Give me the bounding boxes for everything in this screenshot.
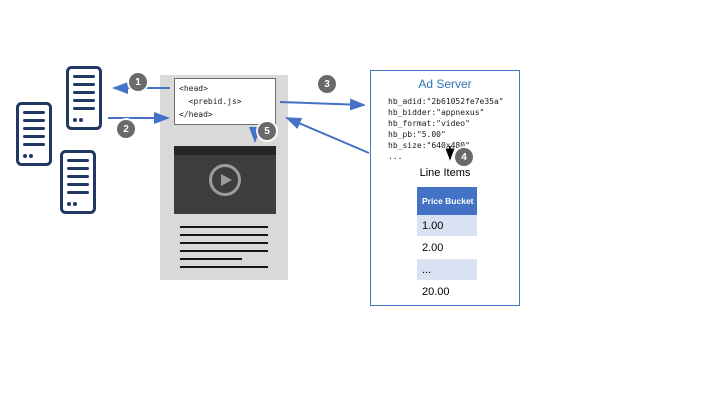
ad-server-panel: Ad Server hb_adid:"2b61052fe7e35a" hb_bi… [370, 70, 520, 306]
code-line: hb_format:"video" [388, 119, 470, 128]
step-badge-3: 3 [318, 75, 336, 93]
step-badge-1: 1 [129, 73, 147, 91]
table-header-cell: Price Bucket [417, 187, 477, 215]
arrow-step-3 [279, 98, 366, 111]
table-row: 1.00 [417, 215, 477, 237]
play-triangle-icon [221, 174, 232, 186]
server-icon-3 [60, 150, 96, 214]
play-button-icon [209, 164, 241, 196]
video-player [174, 146, 276, 214]
server-icon-1 [66, 66, 102, 130]
step-badge-4: 4 [455, 148, 473, 166]
table-row: 2.00 [417, 237, 477, 259]
ad-server-code-block: hb_adid:"2b61052fe7e35a" hb_bidder:"appn… [388, 96, 504, 162]
code-line: hb_pb:"5.00" [388, 130, 446, 139]
arrow-ad-server-to-page [285, 117, 370, 154]
text-line [180, 258, 242, 260]
ad-server-title: Ad Server [418, 77, 472, 91]
text-line [180, 250, 268, 252]
text-line [180, 234, 268, 236]
code-line: <prebid.js> [179, 97, 242, 106]
step-badge-2: 2 [117, 120, 135, 138]
code-line: hb_size:"640x480" [388, 141, 470, 150]
line-items-label: Line Items [419, 167, 471, 179]
code-line: </head> [179, 110, 213, 119]
server-icon-2 [16, 102, 52, 166]
code-line: <head> [179, 84, 208, 93]
table-row: 20.00 [417, 281, 477, 303]
text-line [180, 226, 268, 228]
step-badge-5: 5 [258, 122, 276, 140]
code-line: ... [388, 152, 403, 161]
text-line [180, 242, 268, 244]
head-code-box: <head> <prebid.js> </head> [174, 78, 276, 125]
code-line: hb_bidder:"appnexus" [388, 108, 485, 117]
code-line: hb_adid:"2b61052fe7e35a" [388, 97, 504, 106]
text-line [180, 266, 268, 268]
video-top-bar [174, 146, 276, 155]
price-bucket-table: Price Bucket 1.00 2.00 ... 20.00 [417, 187, 477, 303]
page-text-placeholder [180, 226, 268, 274]
table-row: ... [417, 259, 477, 281]
